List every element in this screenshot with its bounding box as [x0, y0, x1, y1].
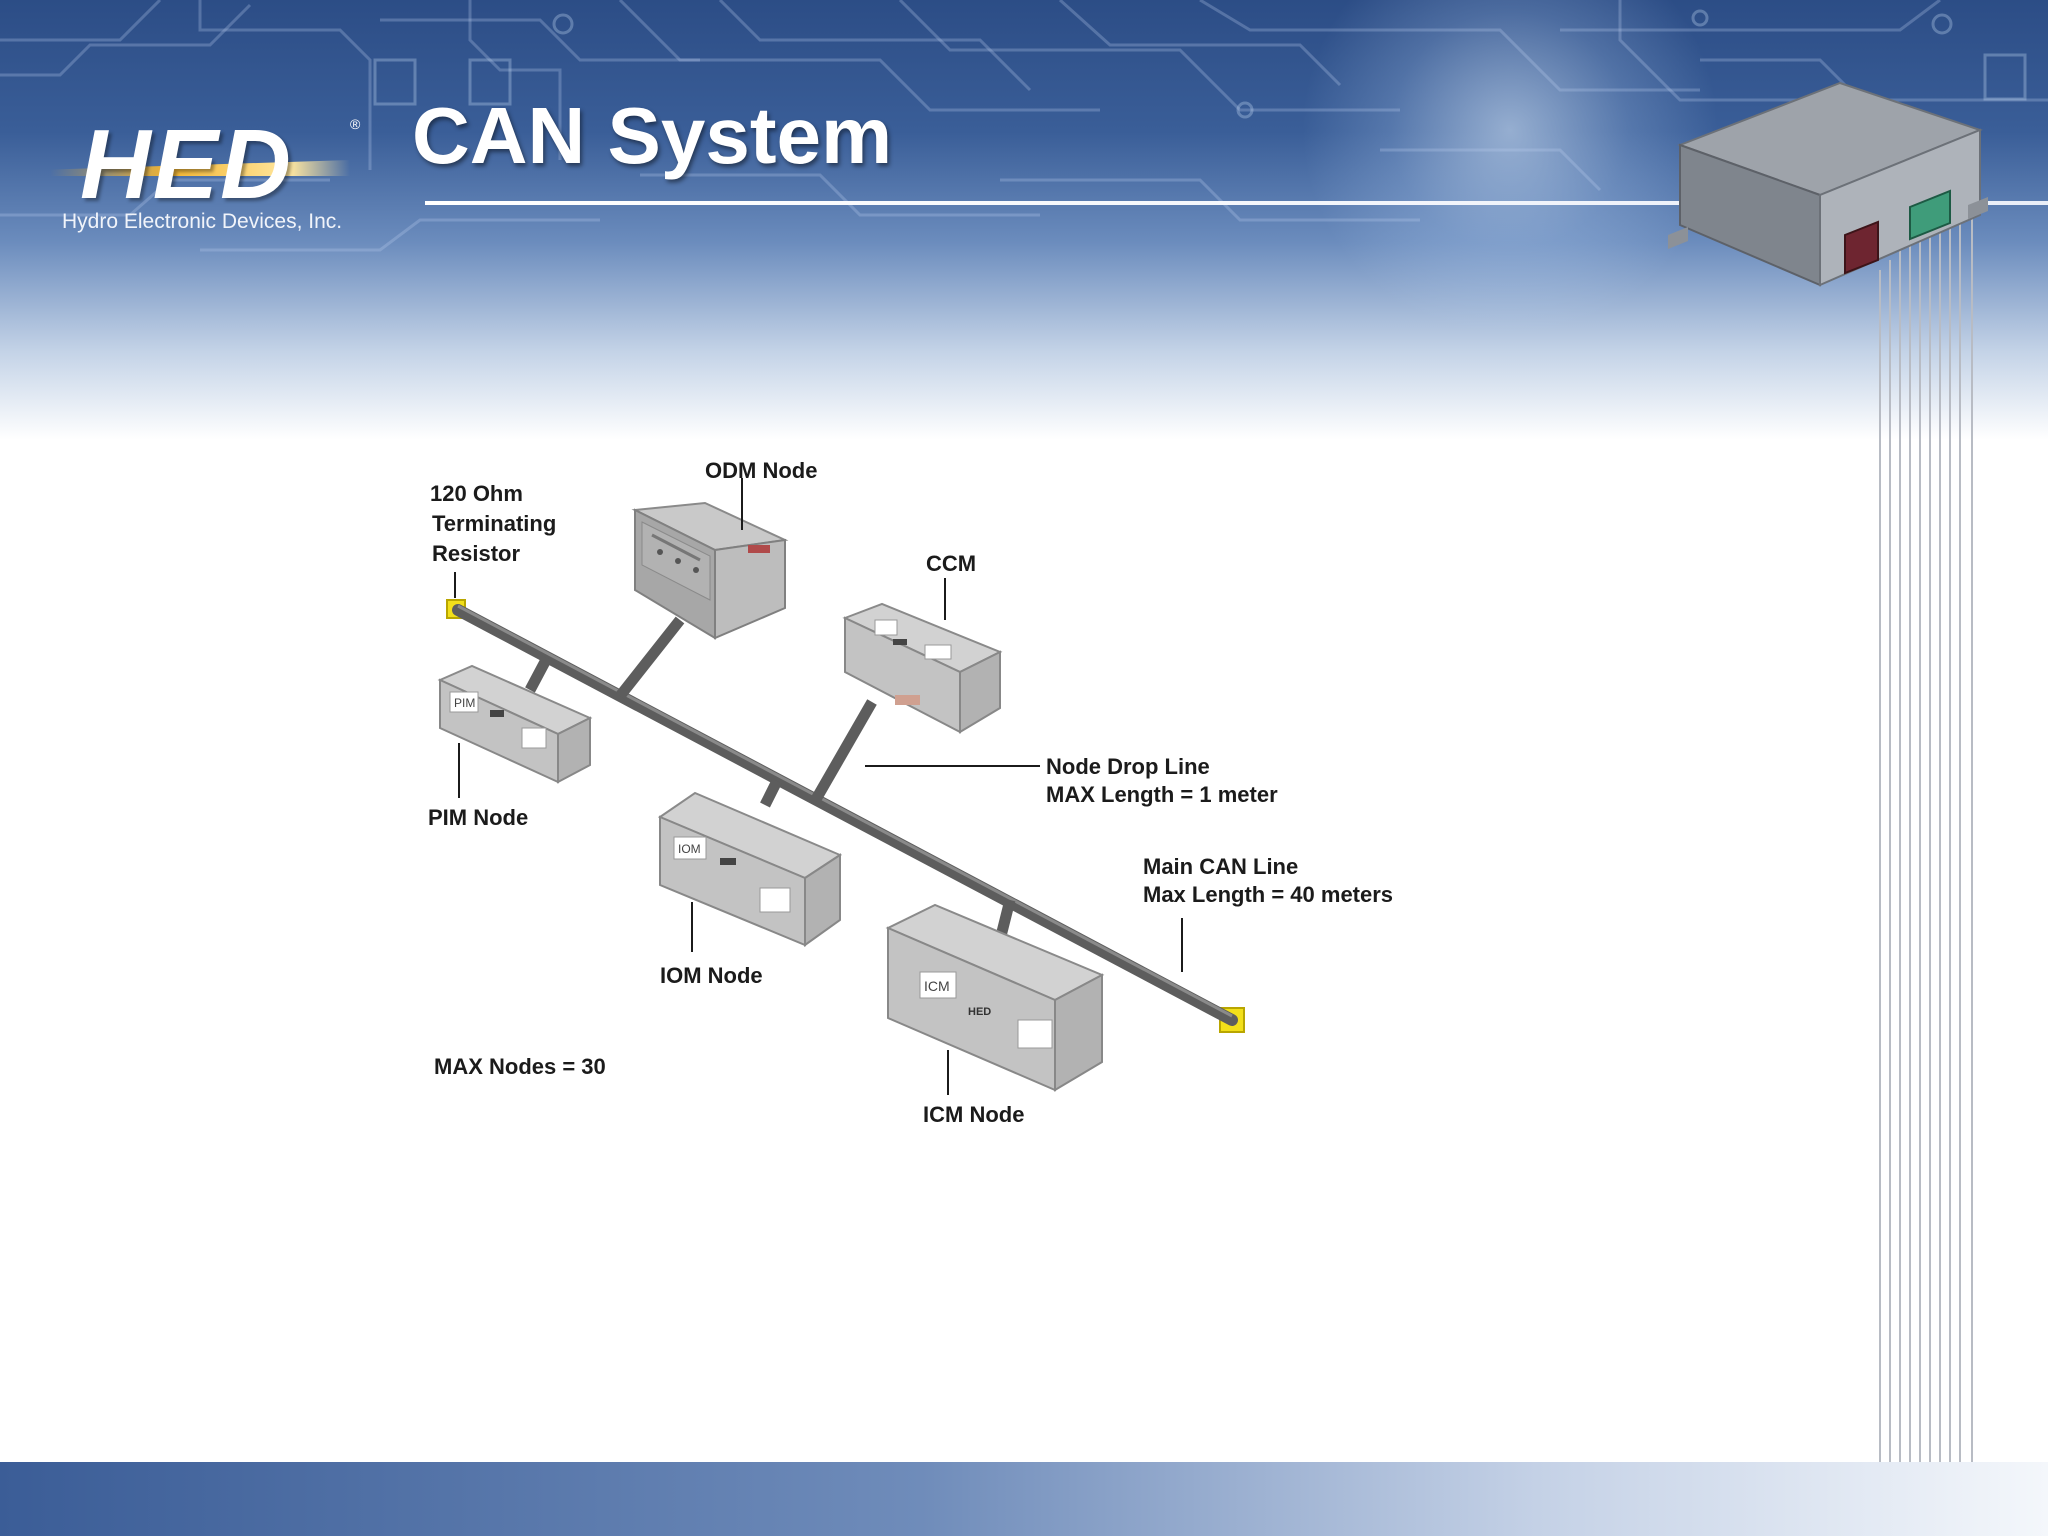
main-can-line	[452, 604, 1238, 1026]
drop-line-ccm	[810, 699, 877, 804]
leader-lines	[454, 478, 1183, 1095]
icm-node-module: ICM HED	[885, 903, 1105, 1092]
main-line-label-line-2: Max Length = 40 meters	[1143, 882, 1394, 907]
pim-tag: PIM	[454, 696, 475, 710]
icm-node-label: ICM Node	[923, 1102, 1025, 1127]
hed-logo: HED ® Hydro Electronic Devices, Inc.	[50, 108, 380, 248]
product-image	[1668, 81, 1988, 287]
iom-node-module: IOM	[657, 791, 843, 947]
terminator-label-line-2: Terminating	[432, 511, 557, 536]
pim-node-module: PIM	[437, 664, 593, 784]
drop-line-label-line-2: MAX Length = 1 meter	[1046, 782, 1278, 807]
circuit-pattern	[0, 0, 2048, 252]
max-nodes-label: MAX Nodes = 30	[434, 1054, 606, 1079]
terminator-label-line-3: Resistor	[432, 541, 521, 566]
icm-brand-tag: HED	[968, 1006, 991, 1018]
ccm-module	[842, 602, 1003, 734]
circuit-vertical-lines	[1879, 200, 1973, 1536]
ccm-label: CCM	[926, 551, 977, 576]
icm-tag: ICM	[924, 978, 950, 994]
pim-node-label: PIM Node	[428, 805, 529, 830]
odm-node-module	[631, 501, 789, 640]
logo-wordmark: HED	[80, 109, 293, 219]
drop-line-pim	[525, 655, 552, 693]
footer-bar	[0, 1462, 2048, 1536]
registered-mark: ®	[350, 116, 361, 132]
drop-line-label-line-1: Node Drop Line	[1046, 754, 1210, 779]
terminator-label-line-1: 120 Ohm	[430, 481, 523, 506]
drop-line-odm	[615, 616, 685, 700]
iom-tag: IOM	[678, 842, 701, 856]
header-glow	[1300, 0, 1720, 340]
drop-line-iom	[760, 778, 782, 808]
can-system-diagram: PIM IOM ICM HED	[437, 478, 1245, 1095]
slide-title: CAN System	[412, 91, 893, 180]
odm-node-label: ODM Node	[705, 458, 818, 483]
main-line-label-line-1: Main CAN Line	[1143, 854, 1299, 879]
company-name: Hydro Electronic Devices, Inc.	[62, 210, 343, 233]
iom-node-label: IOM Node	[660, 963, 763, 988]
title-rule	[425, 201, 2048, 205]
